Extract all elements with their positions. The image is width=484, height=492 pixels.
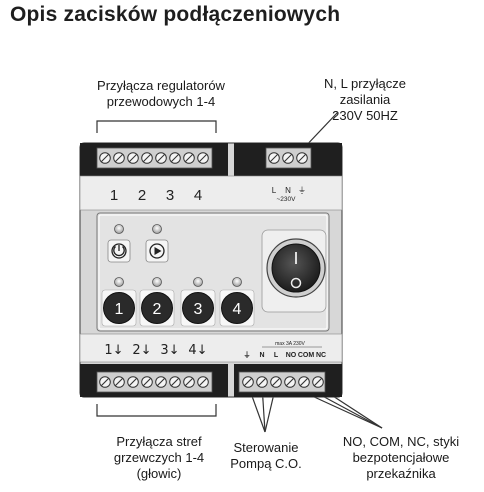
top-terminal-numbers: 1 2 3 4 xyxy=(110,187,202,204)
bottom-zone-label-3: 3↓ xyxy=(160,343,179,358)
top-power-screws xyxy=(268,152,308,164)
power-voltage-label: ~230V xyxy=(277,196,297,203)
top-regulator-screws xyxy=(99,152,209,164)
power-icon[interactable] xyxy=(107,239,131,263)
relay-rating: max 3A 230V xyxy=(275,341,305,347)
zone-led-2 xyxy=(152,277,162,287)
top-regulator-screw-6 xyxy=(169,152,181,164)
relay-terminal-label-2: N xyxy=(259,352,264,359)
callout-power: N, L przyłącze zasilania 230V 50HZ xyxy=(310,76,420,124)
callout-regulators-line2: przewodowych 1-4 xyxy=(106,94,216,109)
bottom-relay-screw-1 xyxy=(242,376,254,388)
zone-led-3 xyxy=(193,277,203,287)
bottom-zone-screw-6 xyxy=(169,376,181,388)
callout-power-line3: 230V 50HZ xyxy=(332,108,398,123)
top-number-1: 1 xyxy=(110,187,118,204)
bottom-relay-screw-4 xyxy=(284,376,296,388)
top-regulator-screw-1 xyxy=(99,152,111,164)
play-led xyxy=(152,224,162,234)
bottom-zone-screw-4 xyxy=(141,376,153,388)
zone-button-label-1: 1 xyxy=(115,301,124,318)
bottom-zone-screw-5 xyxy=(155,376,167,388)
bottom-terminal-strip-zones xyxy=(96,371,213,393)
relay-terminal-label-1: ⏚ xyxy=(244,351,251,359)
relay-terminal-label-3: L xyxy=(274,352,279,359)
top-label-band xyxy=(79,175,343,211)
callout-power-line1: N, L przyłącze xyxy=(324,76,406,91)
top-regulator-screw-4 xyxy=(141,152,153,164)
power-led xyxy=(114,224,124,234)
bottom-label-band xyxy=(79,333,343,363)
top-power-screw-1 xyxy=(268,152,280,164)
bottom-zone-screw-1 xyxy=(99,376,111,388)
bottom-zone-screw-3 xyxy=(127,376,139,388)
bottom-relay-screws xyxy=(242,376,324,388)
top-regulator-screw-8 xyxy=(197,152,209,164)
power-mark-ground: ⏚ xyxy=(298,186,306,195)
rocker-switch[interactable] xyxy=(261,229,327,313)
top-terminal-strip-regulators xyxy=(96,147,213,169)
callout-relay-line1: NO, COM, NC, styki xyxy=(342,434,460,449)
bracket-bottom xyxy=(96,404,217,417)
bottom-zone-screw-8 xyxy=(197,376,209,388)
power-mark-l: L xyxy=(272,186,277,195)
callout-pump: Sterowanie Pompą C.O. xyxy=(216,440,316,472)
zone-button-label-3: 3 xyxy=(194,301,203,318)
page-title: Opis zacisków podłączeniowych xyxy=(10,3,341,26)
play-icon[interactable] xyxy=(145,239,169,263)
top-power-screw-3 xyxy=(296,152,308,164)
top-regulator-screw-5 xyxy=(155,152,167,164)
zone-button-2[interactable]: 2 xyxy=(139,277,175,327)
bottom-zone-label-2: 2↓ xyxy=(132,343,151,358)
top-power-screw-2 xyxy=(282,152,294,164)
zone-button-4[interactable]: 4 xyxy=(219,277,255,327)
callout-relay-line3: przekaźnika xyxy=(366,466,436,481)
top-number-2: 2 xyxy=(138,187,146,204)
callout-pump-line1: Sterowanie xyxy=(233,440,299,455)
bottom-zone-screw-2 xyxy=(113,376,125,388)
bottom-zone-screws xyxy=(99,376,209,388)
zone-button-3[interactable]: 3 xyxy=(180,277,216,327)
callout-power-line2: zasilania xyxy=(339,92,391,107)
power-mark-n: N xyxy=(285,186,291,195)
zone-button-1[interactable]: 1 xyxy=(101,277,137,327)
callout-regulators: Przyłącza regulatorów przewodowych 1-4 xyxy=(76,78,246,110)
relay-terminal-label-5: COM xyxy=(298,352,315,359)
zone-button-label-4: 4 xyxy=(233,301,242,318)
top-number-3: 3 xyxy=(166,187,174,204)
zone-buttons: 1 2 3 4 xyxy=(101,277,255,327)
callout-zones-line2: grzewczych 1-4 xyxy=(113,450,205,465)
callout-relay-line2: bezpotencjałowe xyxy=(352,450,450,465)
relay-terminal-label-4: NO xyxy=(286,352,297,359)
switch-off-mark xyxy=(290,277,302,289)
callout-relay: NO, COM, NC, styki bezpotencjałowe przek… xyxy=(326,434,476,482)
top-number-4: 4 xyxy=(194,187,202,204)
bottom-relay-screw-5 xyxy=(298,376,310,388)
top-regulator-screw-2 xyxy=(113,152,125,164)
relay-terminal-label-6: NC xyxy=(316,352,326,359)
top-regulator-screw-3 xyxy=(127,152,139,164)
bottom-relay-screw-3 xyxy=(270,376,282,388)
bracket-top xyxy=(96,120,217,133)
zone-led-4 xyxy=(232,277,242,287)
rocker-switch-knob[interactable] xyxy=(271,243,321,293)
callout-zones-line1: Przyłącza stref xyxy=(116,434,202,449)
callout-pump-line2: Pompą C.O. xyxy=(230,456,302,471)
bottom-relay-screw-6 xyxy=(312,376,324,388)
bottom-zone-labels: 1↓ 2↓ 3↓ 4↓ xyxy=(104,343,207,358)
zone-button-label-2: 2 xyxy=(153,301,162,318)
bottom-zone-label-1: 1↓ xyxy=(104,343,123,358)
callout-regulators-line1: Przyłącza regulatorów xyxy=(97,78,225,93)
zone-led-1 xyxy=(114,277,124,287)
bottom-relay-screw-2 xyxy=(256,376,268,388)
callout-zones: Przyłącza stref grzewczych 1-4 (głowic) xyxy=(84,434,234,482)
top-regulator-screw-7 xyxy=(183,152,195,164)
bottom-zone-label-4: 4↓ xyxy=(188,343,207,358)
callout-zones-line3: (głowic) xyxy=(136,466,182,481)
front-panel-inner xyxy=(98,214,328,330)
bottom-zone-screw-7 xyxy=(183,376,195,388)
